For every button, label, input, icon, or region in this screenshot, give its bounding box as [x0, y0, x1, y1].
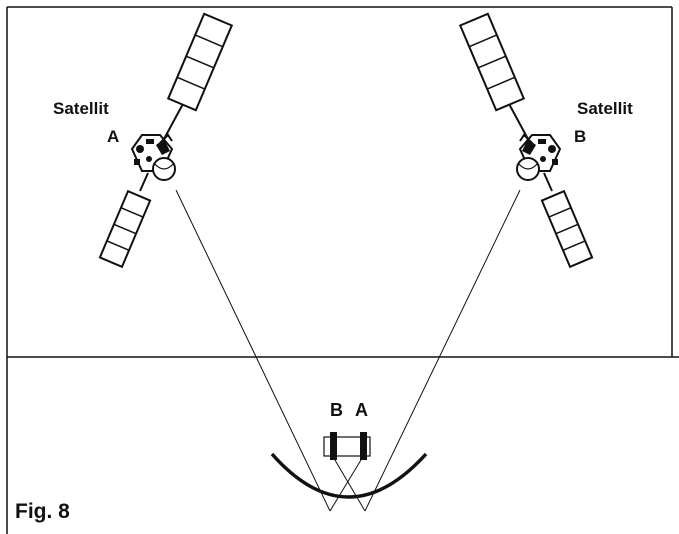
- satellite-b-letter: B: [574, 127, 586, 146]
- satellite-a-icon: [98, 12, 233, 268]
- satellite-a-letter: A: [107, 127, 119, 146]
- twin-lnb: [323, 432, 371, 460]
- lnb-b-body: [330, 432, 337, 460]
- satellite-b-label: Satellit: [577, 99, 633, 118]
- dish-reflector: [270, 452, 428, 499]
- lnb-b-label: B: [330, 400, 343, 420]
- reflection-b: [331, 454, 366, 512]
- diagram-frame: [6, 6, 679, 534]
- lnb-a-body: [360, 432, 367, 460]
- figure-caption: Fig. 8: [15, 500, 70, 523]
- beam-satellite-b: [364, 189, 521, 512]
- satellite-b-icon: [459, 12, 594, 268]
- beam-satellite-a: [175, 189, 331, 512]
- lnb-a-label: A: [355, 400, 368, 420]
- signal-beams: [175, 189, 521, 512]
- satellite-a-label: Satellit: [53, 99, 109, 118]
- reflection-a: [329, 454, 365, 512]
